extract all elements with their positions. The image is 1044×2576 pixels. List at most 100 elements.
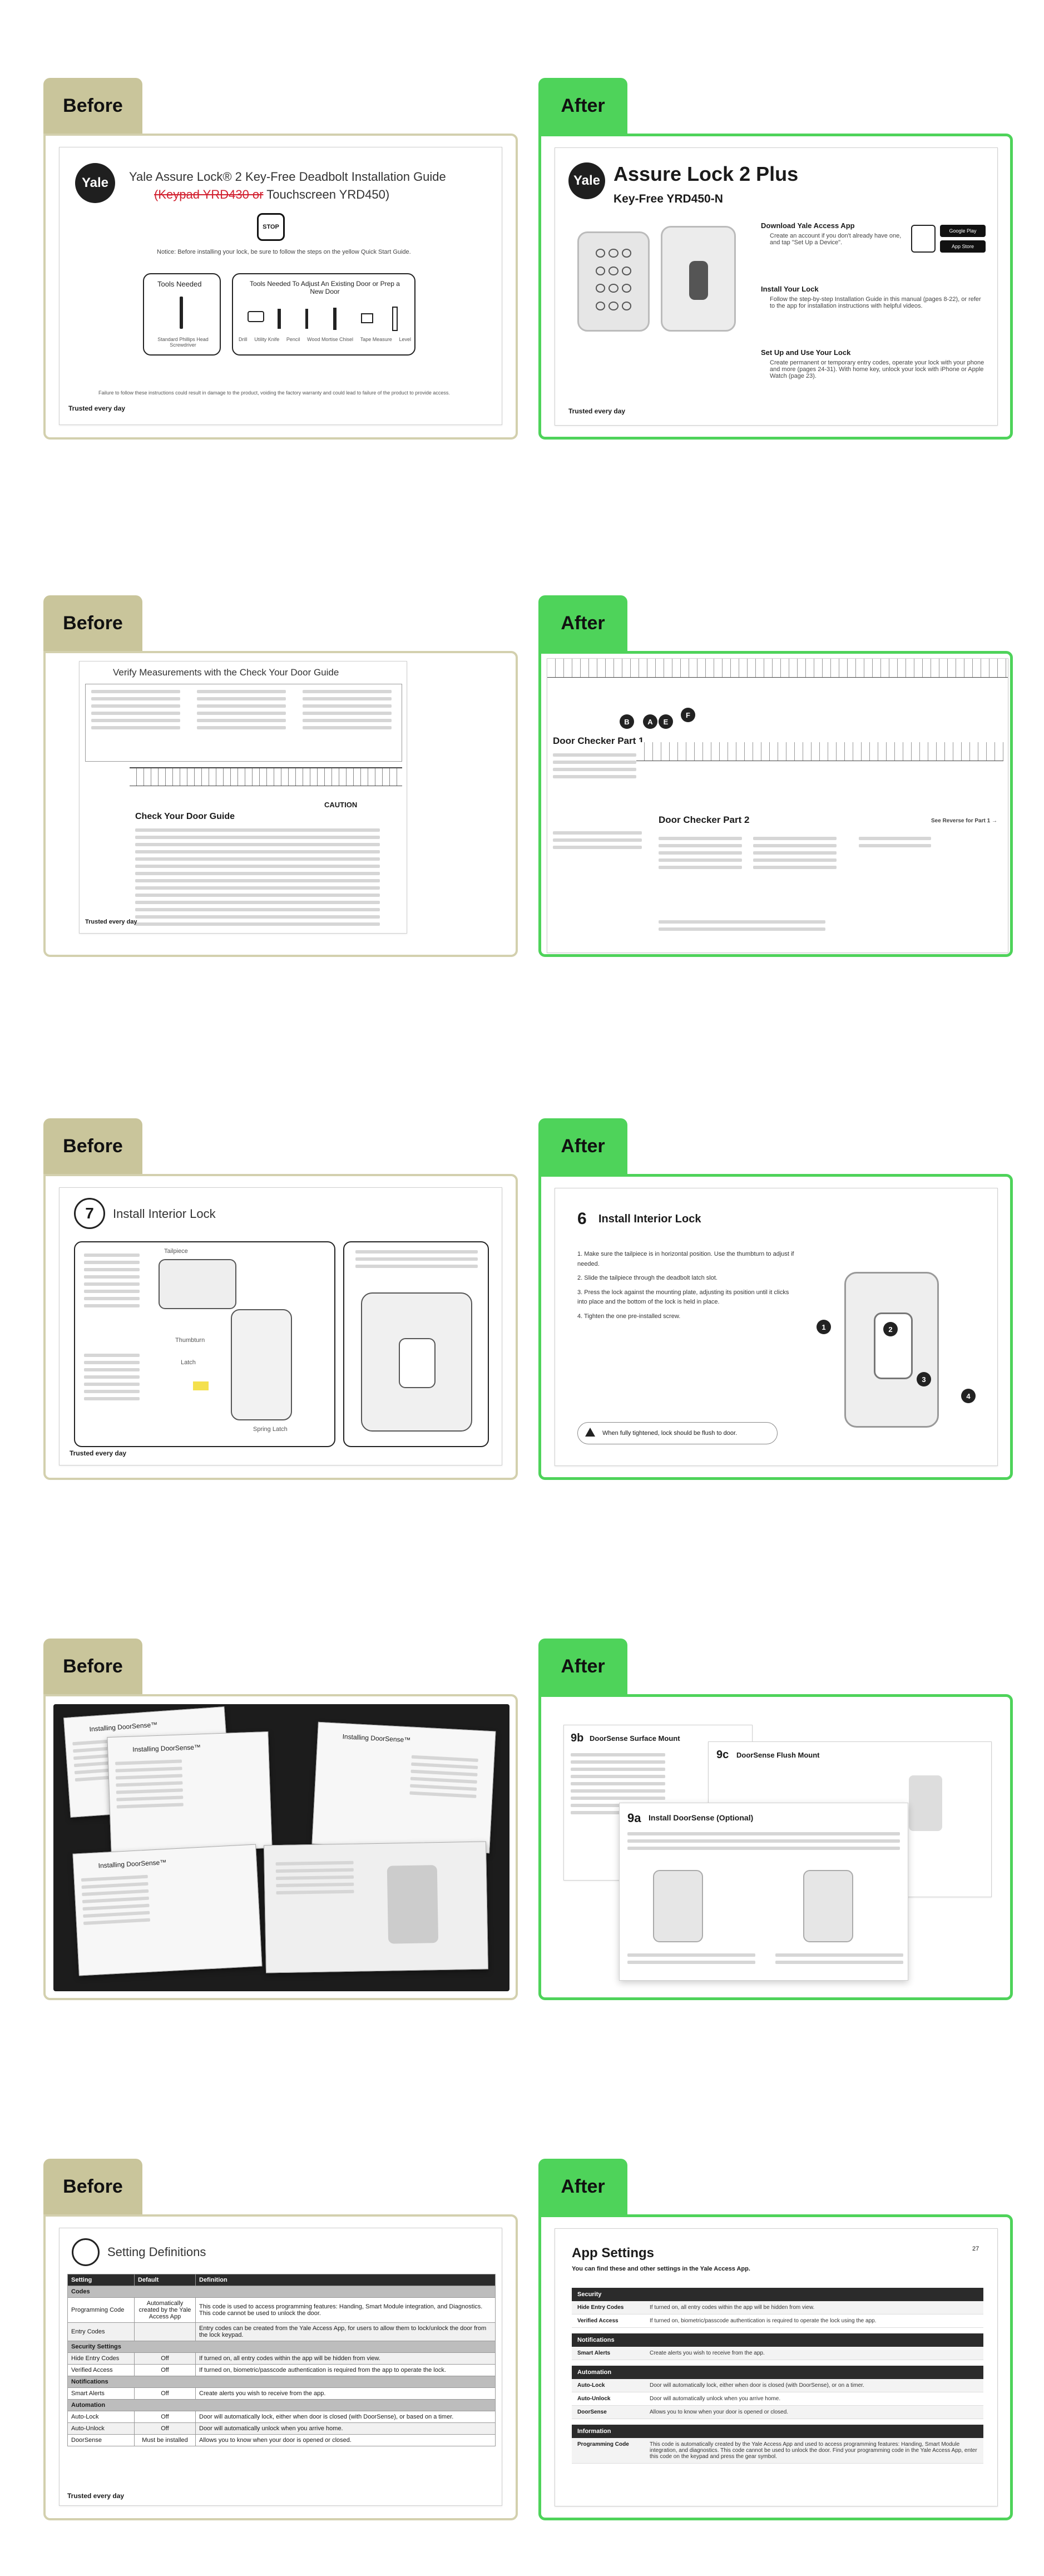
label-tailpiece: Tailpiece [164,1248,188,1255]
settings-row-label: DoorSense [577,2409,607,2415]
ruler-scale [130,767,402,786]
notice-text: Notice: Before installing your lock, be … [157,249,411,255]
download-app-body: Create an account if you don't already h… [770,233,902,246]
yale-access-app-icon [911,225,936,253]
tools-needed-title: Tools Needed [157,280,202,288]
assure-lock-cover: Yale Assure Lock 2 Plus Key-Free YRD450-… [555,147,998,426]
before-tag: Before [43,78,142,134]
door-checker-part2-title: Door Checker Part 2 [659,815,750,825]
row5-after-panel: After App Settings You can find these an… [538,2159,1013,2520]
gear-icon [72,2238,100,2266]
callout-b: B [620,714,634,729]
model-name: Touchscreen YRD450) [266,187,390,201]
ruler-middle [636,742,1003,761]
row5-before-panel: Before Setting Definitions Setting Defau… [43,2159,518,2520]
warning-icon [585,1428,595,1437]
settings-row: DoorSense Allows you to know when your do… [572,2406,983,2419]
page-subtitle: You can find these and other settings in… [572,2266,750,2272]
callout-1: 1 [817,1320,831,1334]
caution-label: CAUTION [324,801,358,809]
doorsense-install-page: 9a Install DoorSense (Optional) [619,1803,908,1981]
manual-sheet-4: Installing DoorSense™ [72,1844,263,1976]
yale-logo: Yale [568,162,605,199]
after-tag: After [538,595,627,651]
footer-tagline: Trusted every day [70,1449,127,1457]
setup-body: Create permanent or temporary entry code… [770,359,984,379]
settings-row-description: Door will automatically unlock when you … [650,2396,781,2402]
after-tag: After [538,1118,627,1174]
settings-row-label: Programming Code [577,2441,629,2447]
step-number: 6 [577,1210,587,1228]
install-interior-lock-new: 6 Install Interior Lock 1. Make sure the… [555,1188,998,1466]
callout-f: F [681,708,695,722]
chisel-icon [333,308,337,330]
check-door-guide-title: Check Your Door Guide [135,812,235,821]
level-icon [392,307,398,331]
lock-rear-illustration [361,1292,472,1432]
table-section-row: Automation [67,2399,496,2411]
settings-row-label: Smart Alerts [577,2350,611,2356]
measurement-grid [85,684,402,762]
callout-e: E [659,714,673,729]
page-title: Setting Definitions [107,2245,206,2259]
settings-row-label: Auto-Lock [577,2382,605,2389]
settings-section-header: Automation [572,2366,983,2379]
doorsense-illustration-right [803,1870,853,1942]
tape-measure-icon [361,313,373,323]
card-b-number: 9b [571,1732,584,1744]
callout-2: 2 [883,1322,898,1336]
footer-tagline: Trusted every day [68,404,126,412]
card-a-number: 9a [627,1811,641,1825]
manual-sheet-3: Installing DoorSense™ [311,1721,496,1854]
drill-icon [248,311,264,322]
before-tag: Before [43,1118,142,1174]
settings-section-header: Information [572,2425,983,2438]
verify-title: Verify Measurements with the Check Your … [113,667,339,678]
row4-after-panel: After 9b DoorSense Surface Mount 9c Door… [538,1639,1013,2000]
lock-illustration [231,1309,292,1420]
label-spring-latch: Spring Latch [253,1426,288,1433]
download-app-heading: Download Yale Access App [761,221,855,230]
product-title: Assure Lock 2 Plus [613,162,799,185]
google-play-badge[interactable]: Google Play [940,225,986,237]
install-lock-heading: Install Your Lock [761,285,819,293]
manual-sheet-2: Installing DoorSense™ [107,1731,273,1854]
app-store-badge[interactable]: App Store [940,240,986,253]
settings-row-label: Verified Access [577,2318,619,2324]
label-latch: Latch [181,1359,196,1366]
tools-needed-box: Tools Needed Standard Phillips Head Scre… [143,273,221,356]
row1-after-panel: After Yale Assure Lock 2 Plus Key-Free Y… [538,78,1013,440]
keypad-lock-image [577,231,650,332]
page-title: App Settings [572,2246,654,2261]
knife-icon [278,309,281,329]
yale-logo: Yale [75,163,115,203]
settings-row-description: Door will automatically lock, either whe… [650,2382,864,2389]
installation-guide-cover: Yale Yale Assure Lock® 2 Key-Free Deadbo… [59,147,502,425]
tools-adjust-title: Tools Needed To Adjust An Existing Door … [250,280,400,295]
footer-tagline: Trusted every day [85,919,137,925]
flush-note: When fully tightened, lock should be flu… [577,1422,778,1444]
settings-row-description: If turned on, biometric/passcode authent… [650,2318,877,2324]
struck-model: (Keypad YRD430 or [154,187,264,201]
doorsense-illustration-left [653,1870,703,1942]
warning-text: Failure to follow these instructions cou… [98,390,450,396]
instruction-panel-right [343,1241,489,1447]
thumbturn-icon [689,261,708,300]
label-thumbturn: Thumbturn [175,1337,205,1344]
before-tag: Before [43,595,142,651]
app-settings-page: App Settings You can find these and othe… [555,2228,998,2506]
screwdriver-icon [180,297,183,329]
guide-title: Yale Assure Lock® 2 Key-Free Deadbolt In… [129,170,446,184]
row3-before-panel: Before 7 Install Interior Lock Tailpiece… [43,1118,518,1480]
card-c-title: DoorSense Flush Mount [736,1751,820,1759]
card-c-number: 9c [716,1749,729,1761]
settings-row-description: Allows you to know when your door is ope… [650,2409,789,2415]
tools-icons [243,307,410,331]
